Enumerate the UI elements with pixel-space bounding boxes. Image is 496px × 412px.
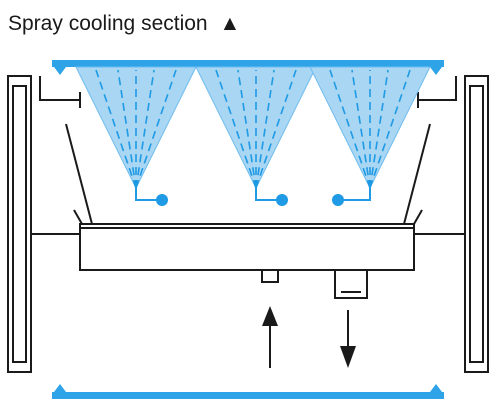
- bottom-plate: [52, 384, 444, 399]
- outlet-port: [334, 269, 368, 299]
- diagram-title-text: Spray cooling section: [8, 12, 208, 35]
- arrow-up-icon: [262, 306, 278, 368]
- collection-tray: [65, 123, 431, 271]
- top-brackets: [39, 76, 457, 108]
- spray-cone: [309, 66, 431, 190]
- spray-cone: [75, 66, 197, 190]
- inlet-port: [261, 269, 279, 283]
- arrow-down-icon: [340, 310, 356, 368]
- diagram-title: Spray cooling section ▲: [8, 12, 240, 35]
- left-frame-column: [7, 75, 32, 373]
- top-spray-plate: [52, 60, 444, 75]
- right-frame-column: [464, 75, 489, 373]
- spray-nozzle: [332, 188, 371, 206]
- spray-nozzle: [135, 188, 168, 206]
- spray-cone: [195, 66, 317, 190]
- spray-nozzle: [255, 188, 288, 206]
- triangle-up-icon: ▲: [219, 12, 240, 35]
